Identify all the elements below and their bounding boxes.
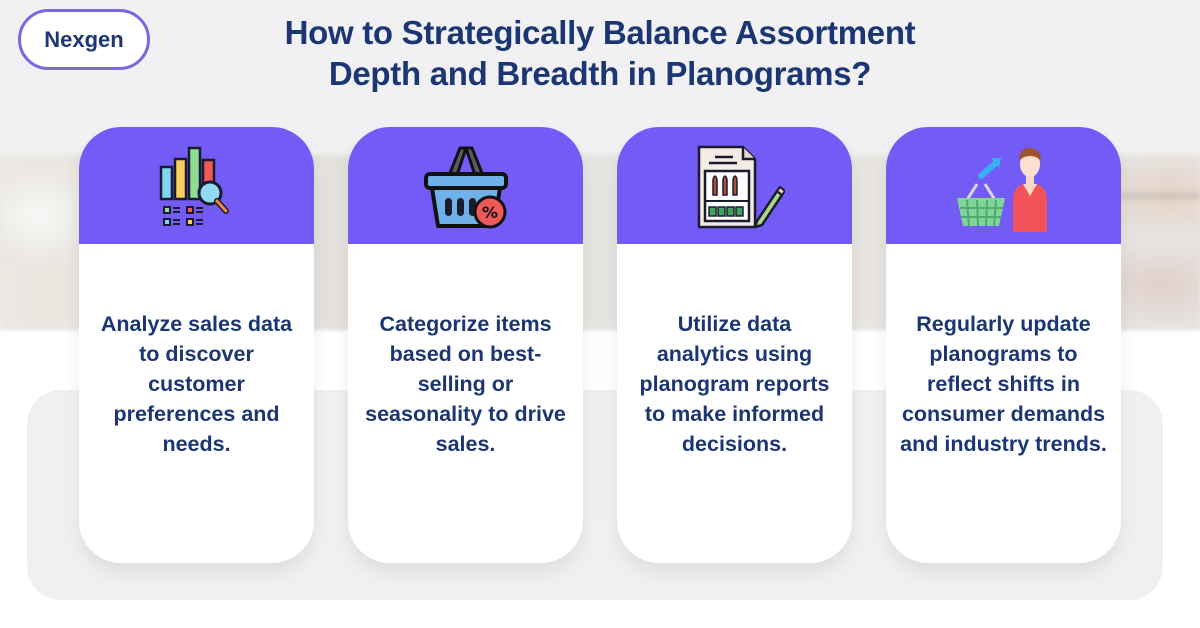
- card-header: %: [348, 127, 583, 244]
- card-body: Analyze sales data to discover customer …: [79, 244, 314, 563]
- card-description: Analyze sales data to discover customer …: [100, 311, 293, 456]
- svg-text:%: %: [481, 203, 497, 222]
- card-description: Utilize data analytics using planogram r…: [639, 311, 830, 456]
- page-title: How to Strategically Balance Assortment …: [190, 12, 1010, 94]
- planogram-report-pencil-icon: [685, 141, 785, 231]
- card-body: Regularly update planograms to reflect s…: [886, 244, 1121, 563]
- logo-text: Nexgen: [44, 26, 124, 52]
- customer-basket-trend-icon: [949, 140, 1059, 232]
- shopping-basket-discount-icon: %: [418, 140, 514, 232]
- card-body: Categorize items based on best-selling o…: [348, 244, 583, 563]
- title-line-2: Depth and Breadth in Planograms?: [328, 55, 872, 92]
- card-categorize-items: % Categorize items based on best-selling…: [348, 127, 583, 563]
- card-header: [79, 127, 314, 244]
- title-line-1: How to Strategically Balance Assortment: [284, 14, 916, 51]
- card-description: Regularly update planograms to reflect s…: [900, 311, 1107, 456]
- card-description: Categorize items based on best-selling o…: [365, 311, 566, 456]
- sales-chart-magnifier-icon: [152, 141, 242, 231]
- card-update-planograms: Regularly update planograms to reflect s…: [886, 127, 1121, 563]
- card-header: [617, 127, 852, 244]
- card-data-analytics: Utilize data analytics using planogram r…: [617, 127, 852, 563]
- card-header: [886, 127, 1121, 244]
- brand-logo[interactable]: Nexgen: [18, 9, 150, 70]
- card-body: Utilize data analytics using planogram r…: [617, 244, 852, 563]
- card-analyze-sales: Analyze sales data to discover customer …: [79, 127, 314, 563]
